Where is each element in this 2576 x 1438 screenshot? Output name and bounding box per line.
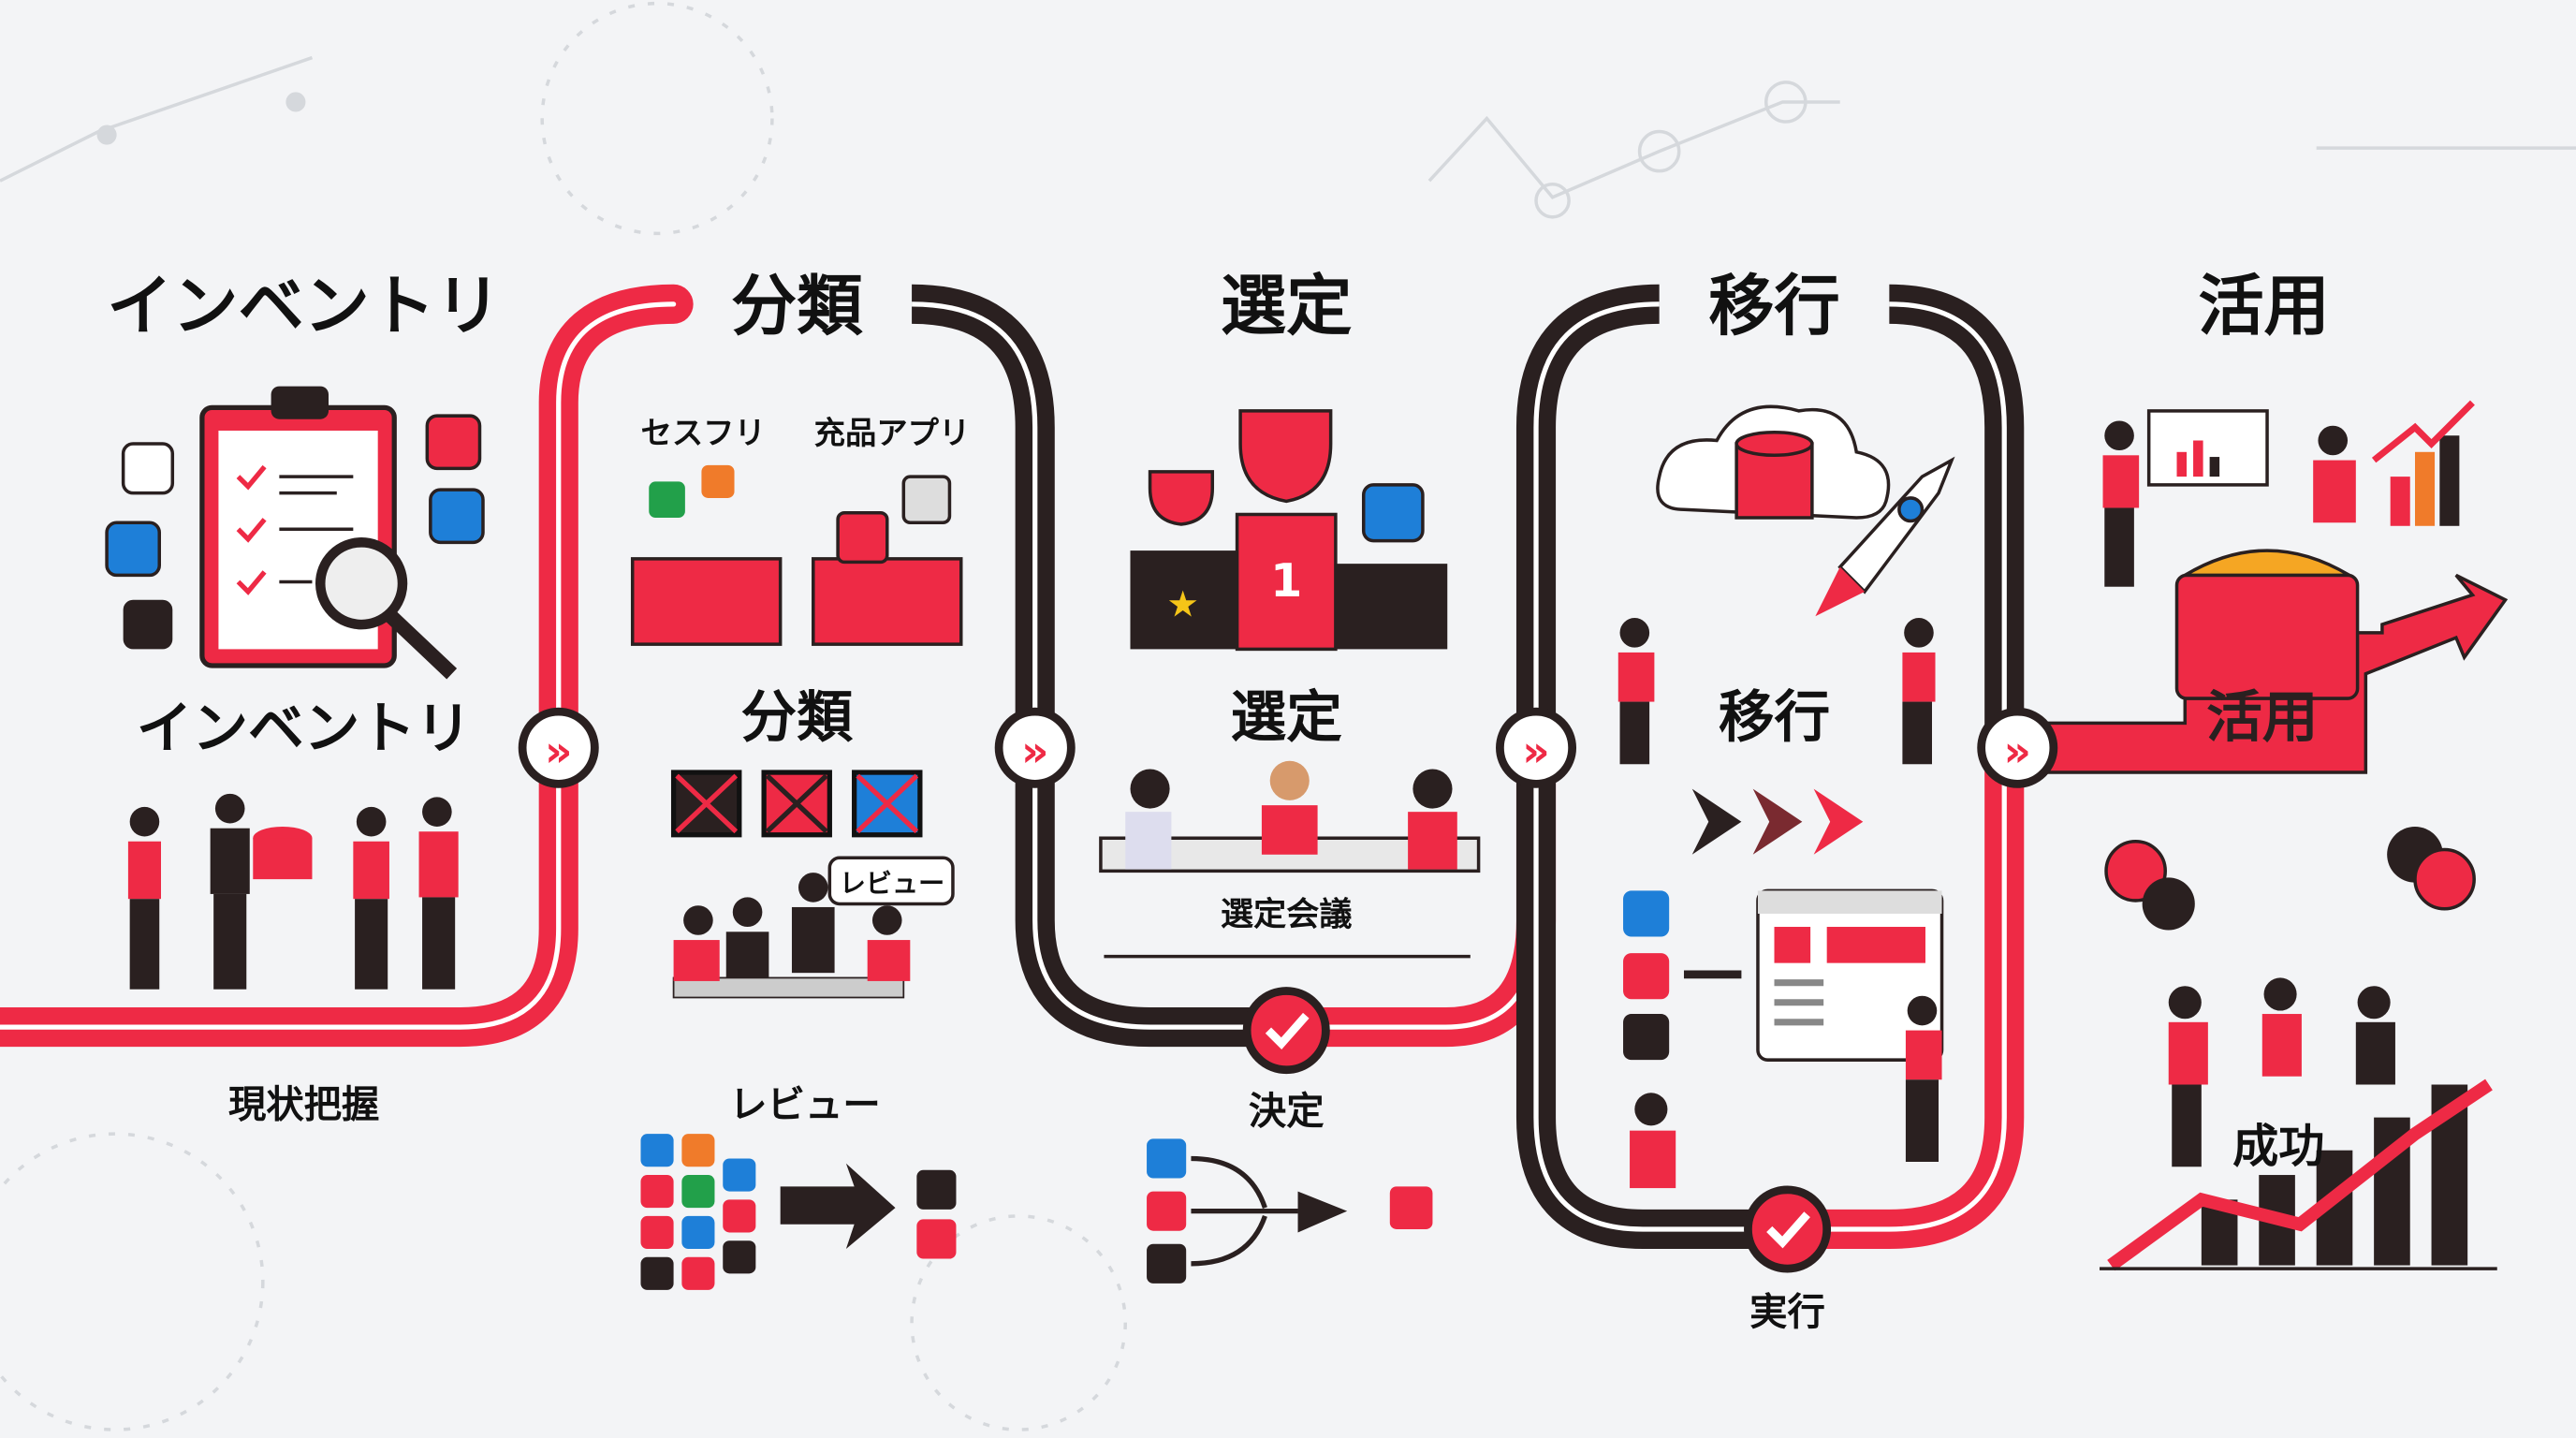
red-path-1	[0, 284, 694, 1048]
presentation-icon	[2102, 400, 2475, 587]
migration-window	[1623, 888, 1944, 1189]
review-meeting	[672, 856, 955, 999]
selection-meeting	[1099, 760, 1481, 959]
migration-people	[1617, 618, 1936, 765]
chevron-right-icon: »	[1522, 726, 1549, 776]
inventory-sub-label: インベントリ	[137, 697, 472, 762]
rocket-icon	[1815, 456, 1955, 617]
triple-chevron-icon	[1691, 788, 1864, 855]
rejected-icons	[670, 770, 923, 838]
chevron-right-icon: »	[2004, 726, 2031, 776]
team-people	[127, 793, 459, 990]
stage-title-utilization: 活用	[2198, 268, 2329, 345]
chevron-right-icon: »	[1021, 726, 1048, 776]
arrow-right-icon	[780, 1163, 896, 1250]
decision-label: 決定	[1249, 1090, 1325, 1134]
chevron-node: » » » »	[518, 707, 2058, 788]
app-icons	[105, 414, 485, 650]
activation-box	[2174, 573, 2360, 700]
chevron-right-icon: »	[545, 726, 572, 776]
podium-rank: 1	[1270, 553, 1302, 608]
podium-trophy-icon: ★	[1130, 409, 1448, 652]
decision-diagram	[1147, 1138, 1433, 1284]
celebration-icon	[2100, 826, 2497, 1271]
group-b-label: 充品アプリ	[814, 415, 971, 451]
classification-sub-label: 分類	[741, 685, 854, 750]
dark-path-2	[911, 284, 1266, 1048]
selection-sub-label: 選定	[1231, 685, 1342, 750]
stage-title-selection: 選定	[1221, 268, 1352, 345]
app-grid	[640, 1134, 957, 1290]
utilization-sub-label: 活用	[2206, 685, 2318, 750]
check-icon	[1265, 1012, 1310, 1050]
success-label: 成功	[2232, 1119, 2324, 1173]
current-state-label: 現状把握	[228, 1083, 379, 1127]
cloud-database-icon	[1656, 404, 1891, 520]
group-a-label: セスフリ	[641, 415, 766, 451]
box-icon	[630, 464, 963, 646]
review-speech-bubble: レビュー	[840, 868, 944, 899]
execution-label: 実行	[1749, 1290, 1825, 1334]
stage-title-classification: 分類	[731, 268, 863, 345]
meeting-label: 選定会議	[1221, 895, 1352, 933]
arrow-right-icon	[1297, 1191, 1348, 1233]
stage-title-inventory: インベントリ	[107, 268, 501, 345]
check-icon	[1766, 1211, 1810, 1249]
clipboard-icon	[199, 386, 458, 680]
star-icon: ★	[1166, 583, 1199, 625]
check-node	[1242, 987, 1832, 1273]
red-path-5	[1815, 747, 2025, 1250]
review-label: レビュー	[729, 1083, 880, 1127]
migration-sub-label: 移行	[1719, 685, 1830, 750]
stage-title-migration: 移行	[1708, 268, 1839, 345]
